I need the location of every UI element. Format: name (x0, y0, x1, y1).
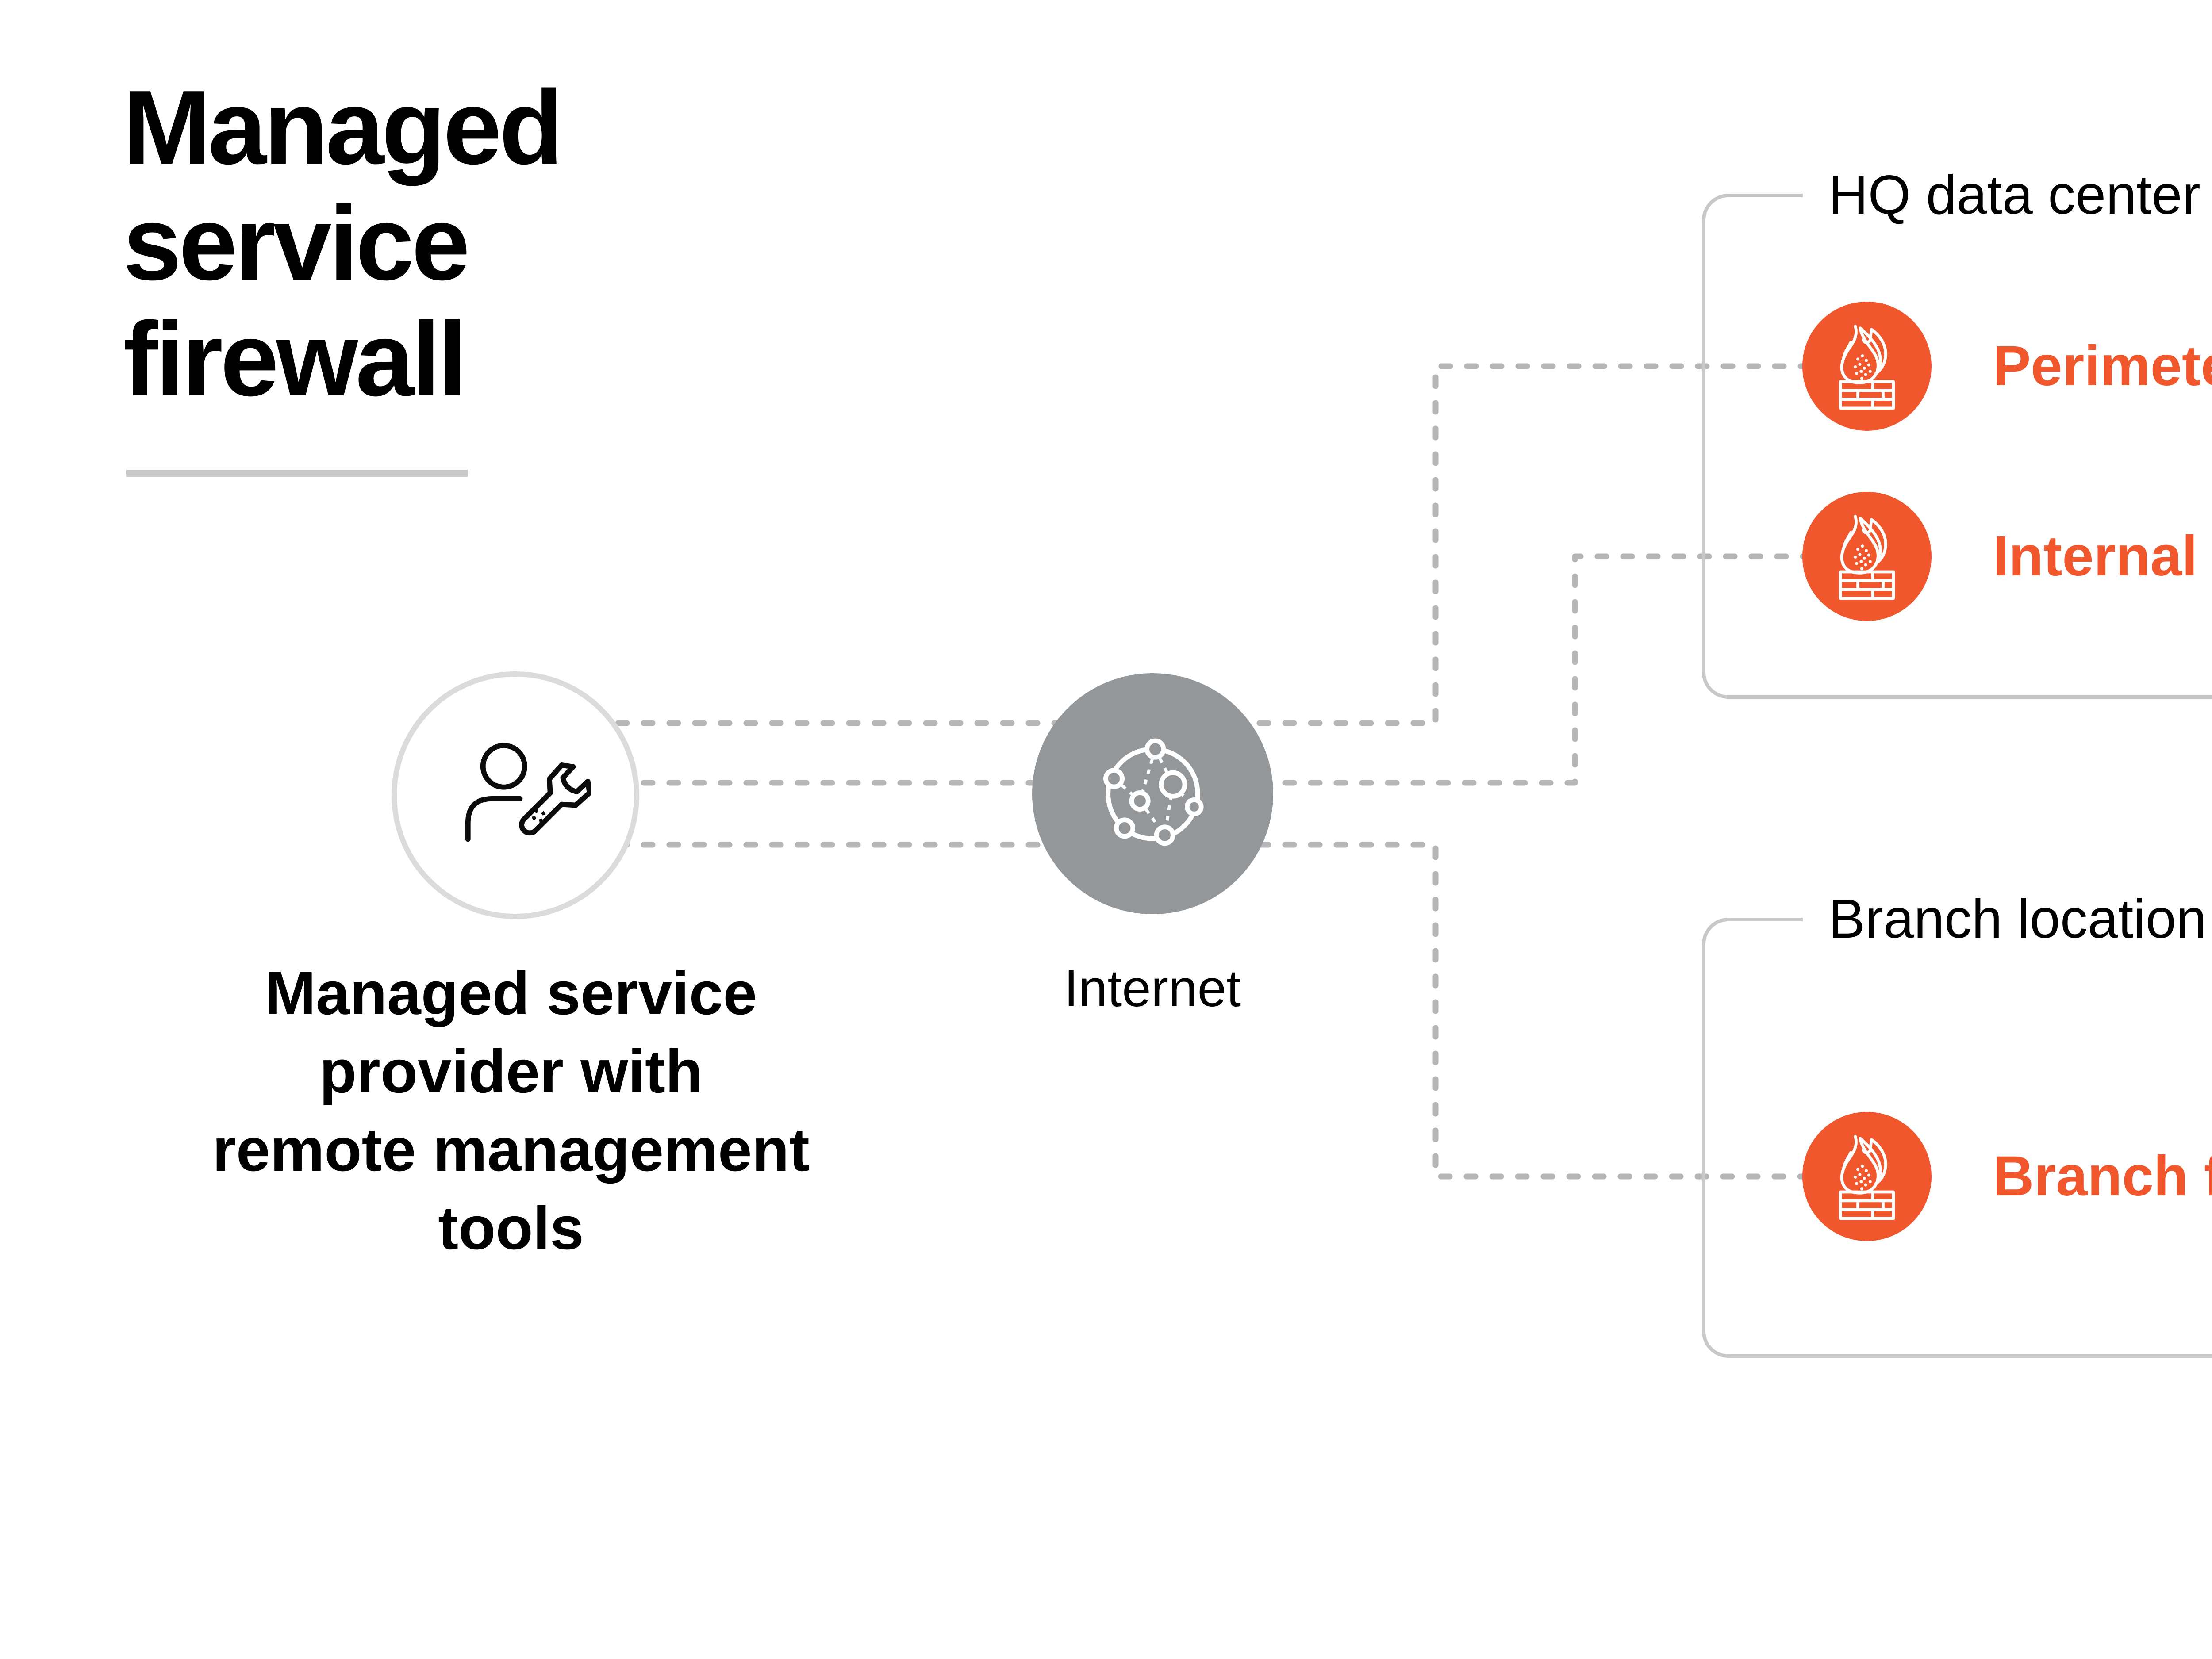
firewall-icon (1802, 492, 1932, 621)
internal-firewalls-label: Internal firewalls (1993, 525, 2212, 588)
group-title-branch-location: Branch location (1803, 883, 2212, 955)
title-underline (126, 470, 468, 477)
person-wrench-icon (465, 743, 591, 842)
connector-msp-internet-branch (512, 842, 1870, 1180)
internet-node-label: Internet (1064, 959, 1241, 1018)
internet-node (1032, 673, 1273, 914)
firewall-icon (1802, 1112, 1932, 1241)
group-box-branch-location: Branch location (1702, 883, 2212, 1358)
firewall-icon (1802, 302, 1932, 431)
connector-msp-internet-perimeter (512, 363, 1870, 726)
msp-node (392, 671, 639, 919)
perimeter-firewalls-label: Perimeter firewalls (1993, 334, 2212, 398)
msp-node-label: Managed service provider with remote man… (212, 959, 810, 1262)
group-title-hq-data-center: HQ data center (1803, 159, 2212, 231)
globe-network-icon (1103, 738, 1204, 846)
group-box-hq-data-center: HQ data center (1702, 159, 2212, 699)
branch-firewalls-label: Branch firewalls (1993, 1145, 2212, 1208)
page-title: Managed service firewall (123, 69, 563, 418)
